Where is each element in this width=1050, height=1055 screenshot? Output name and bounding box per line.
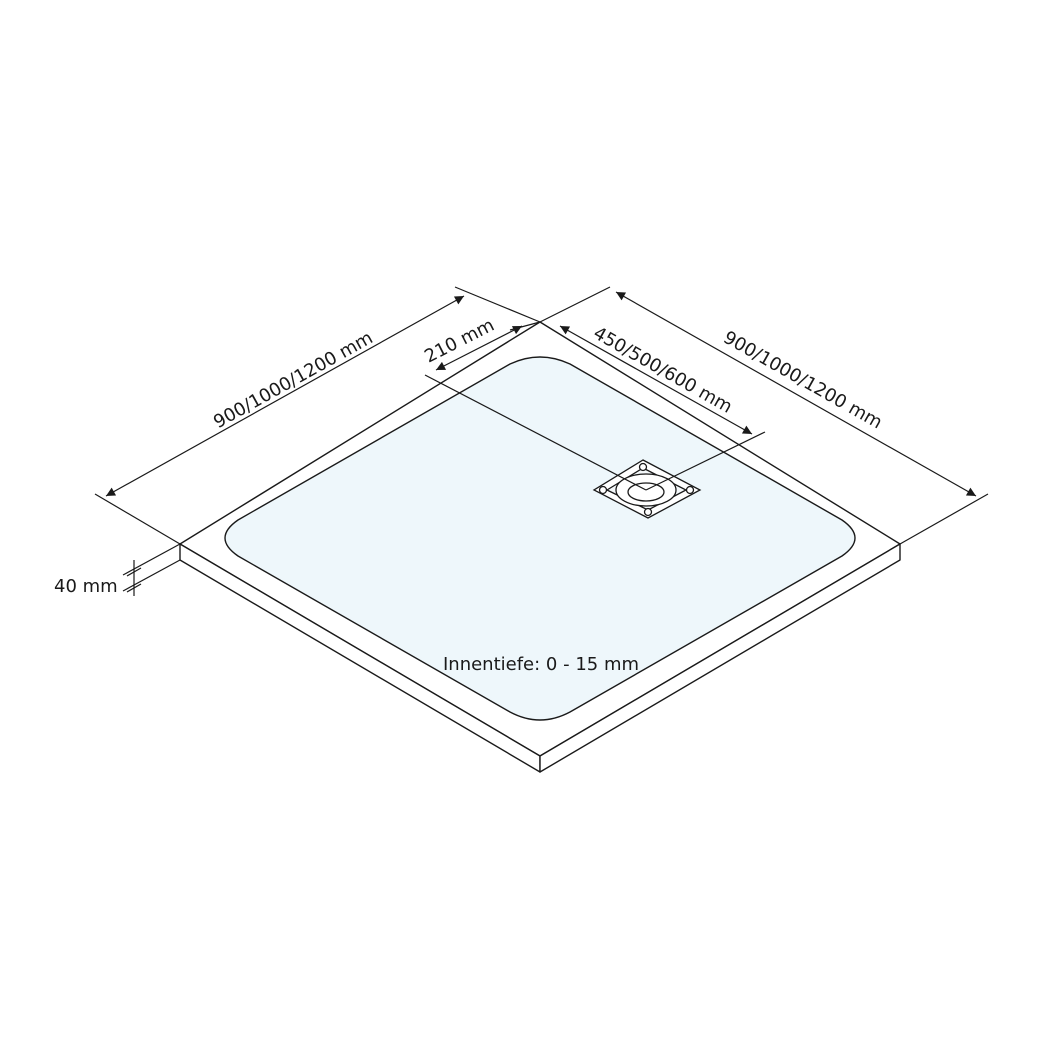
label-width-right: 900/1000/1200 mm: [720, 327, 886, 433]
dim-drain-position-line: [559, 325, 753, 435]
dim-width-left-line: [105, 295, 465, 497]
drain-ring-inner: [627, 482, 665, 502]
drain-screw-bottom: [643, 507, 653, 517]
drain-screw-right: [685, 485, 695, 495]
label-width-left: 900/1000/1200 mm: [210, 327, 376, 433]
drain-screw-top: [638, 462, 648, 472]
tray-side-right: [539, 543, 901, 773]
dimension-lines: [105, 291, 977, 596]
dim-drain-offset-line: [435, 325, 523, 371]
label-height: 40 mm: [54, 576, 118, 597]
label-inner-depth: Innentiefe: 0 - 15 mm: [443, 654, 639, 675]
drain-screw-left: [598, 485, 608, 495]
